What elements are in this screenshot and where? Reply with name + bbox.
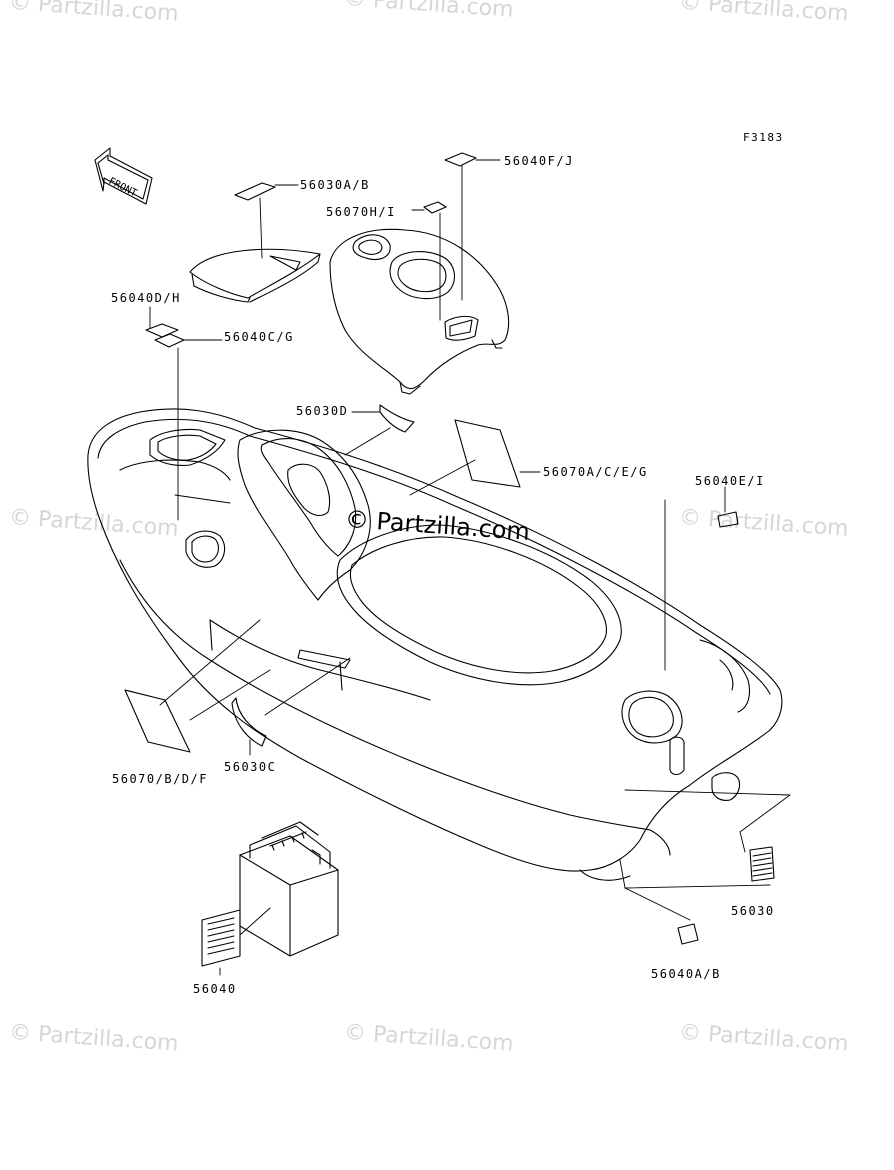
seat-cover-part <box>189 248 321 303</box>
diagram-code: F3183 <box>743 131 784 144</box>
part-label-56070-B-D-F[interactable]: 56070/B/D/F <box>112 772 208 786</box>
part-label-56040C-G[interactable]: 56040C/G <box>224 330 294 344</box>
front-arrow-icon: FRONT <box>94 147 153 205</box>
battery-part <box>239 821 339 957</box>
leader-lines <box>149 159 791 976</box>
part-label-56030D[interactable]: 56030D <box>296 404 349 418</box>
hull-part <box>87 408 783 881</box>
decal-56040A-B <box>677 923 699 945</box>
part-label-56030[interactable]: 56030 <box>731 904 775 918</box>
part-label-56040D-H[interactable]: 56040D/H <box>111 291 181 305</box>
part-label-56040A-B[interactable]: 56040A/B <box>651 967 721 981</box>
part-label-56040E-I[interactable]: 56040E/I <box>695 474 765 488</box>
part-label-56040F-J[interactable]: 56040F/J <box>504 154 574 168</box>
decal-56040D-H <box>145 323 179 338</box>
part-label-56030A-B[interactable]: 56030A/B <box>300 178 370 192</box>
decal-56030A-B <box>234 182 276 201</box>
decal-56070-B-D-F <box>124 689 191 753</box>
decal-56040 <box>201 909 241 967</box>
part-label-56070A-C-E-G[interactable]: 56070A/C/E/G <box>543 465 648 479</box>
steering-cowl-part <box>329 228 510 395</box>
decal-56030C <box>231 697 267 747</box>
decal-56030D <box>379 404 415 433</box>
decal-56070H-I <box>423 201 447 214</box>
decal-56070A-C-E-G <box>454 419 521 488</box>
part-label-56070H-I[interactable]: 56070H/I <box>326 205 396 219</box>
decal-56040E-I <box>717 511 739 528</box>
part-label-56040[interactable]: 56040 <box>193 982 237 996</box>
part-label-56030C[interactable]: 56030C <box>224 760 277 774</box>
decal-56040F-J <box>444 152 477 167</box>
decal-56030 <box>749 846 775 882</box>
